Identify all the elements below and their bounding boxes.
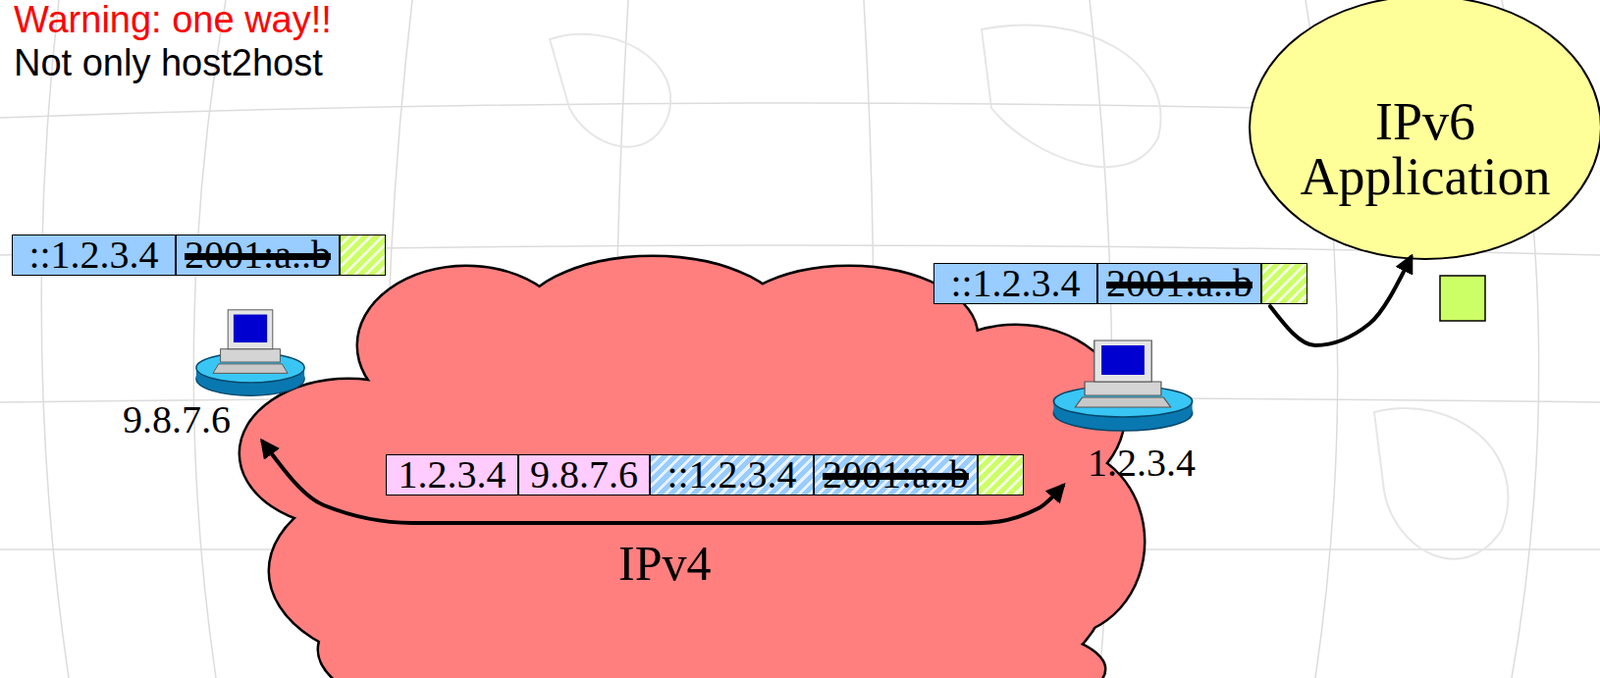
- ipv6-packet: ::1.2.3.42001:a..b: [933, 263, 1308, 305]
- tunnel-packet: 1.2.3.49.8.7.6::1.2.3.42001:a..b: [385, 454, 1024, 496]
- application-ellipse: IPv6 Application: [1247, 0, 1600, 262]
- payload-field: [1261, 263, 1308, 305]
- grid-line: [193, 0, 226, 678]
- ipv6-packet: ::1.2.3.42001:a..b: [11, 234, 386, 276]
- ipv4-cloud: IPv41.2.3.49.8.7.6::1.2.3.42001:a..b: [240, 257, 1139, 678]
- keyboard: [213, 364, 288, 374]
- packet-field: 2001:a..b: [175, 234, 340, 276]
- monitor-screen: [1101, 345, 1145, 375]
- payload-field: [977, 454, 1024, 496]
- host-computer-icon: [194, 306, 307, 400]
- host-computer-icon: [1051, 336, 1195, 435]
- continent-outline: [981, 25, 1162, 168]
- packet-field: ::1.2.3.4: [933, 263, 1098, 305]
- cloud-fill: [240, 257, 1144, 678]
- computer-case: [1084, 381, 1162, 396]
- packet-field: ::1.2.3.4: [649, 454, 814, 496]
- packet-field: 9.8.7.6: [518, 454, 650, 496]
- warning-note: Warning: one way!!: [13, 0, 332, 40]
- packet-field: ::1.2.3.4: [11, 234, 176, 276]
- monitor: [227, 310, 273, 350]
- ellipse-shape: [1249, 0, 1600, 260]
- monitor-screen: [233, 315, 267, 344]
- application-label: IPv6 Application: [1278, 94, 1573, 205]
- cloud-lobe: [593, 610, 1105, 678]
- payload-square: [1440, 275, 1486, 321]
- packet-field: 2001:a..b: [1097, 263, 1262, 305]
- host-address: 1.2.3.4: [1087, 442, 1196, 484]
- continent-outline: [1374, 408, 1508, 560]
- packet-field: 1.2.3.4: [385, 454, 519, 496]
- payload-field: [339, 234, 386, 276]
- continent-outline: [549, 34, 671, 148]
- monitor: [1094, 340, 1152, 382]
- host-address: 9.8.7.6: [122, 399, 231, 441]
- network-label: IPv4: [618, 536, 711, 590]
- packet-field: 2001:a..b: [813, 454, 978, 496]
- keyboard: [1074, 397, 1171, 408]
- grid-line: [41, 0, 69, 678]
- note-text: Not only host2host: [13, 43, 323, 83]
- cloud-border: [240, 257, 1144, 678]
- computer-case: [220, 349, 281, 363]
